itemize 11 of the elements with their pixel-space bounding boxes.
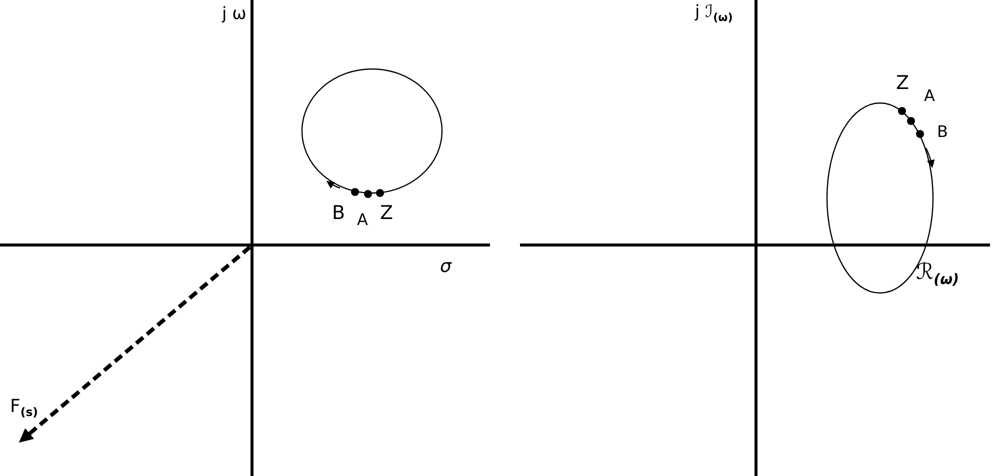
axis-label: j ω bbox=[222, 6, 246, 23]
axis-label: ℛ$_{(ω)}$ bbox=[916, 262, 960, 288]
axis-label: j ℐ$_{(ω)}$ bbox=[695, 4, 733, 23]
axis-label: A bbox=[924, 88, 935, 104]
axis-label: σ bbox=[440, 258, 452, 276]
axis-label: B bbox=[332, 204, 346, 223]
axis-label: F$_{(s)}$ bbox=[10, 398, 38, 419]
axis-label: A bbox=[357, 212, 368, 228]
axis-label: Z bbox=[380, 204, 394, 223]
axis-label: B bbox=[937, 124, 948, 140]
axis-label: Z bbox=[896, 74, 910, 93]
